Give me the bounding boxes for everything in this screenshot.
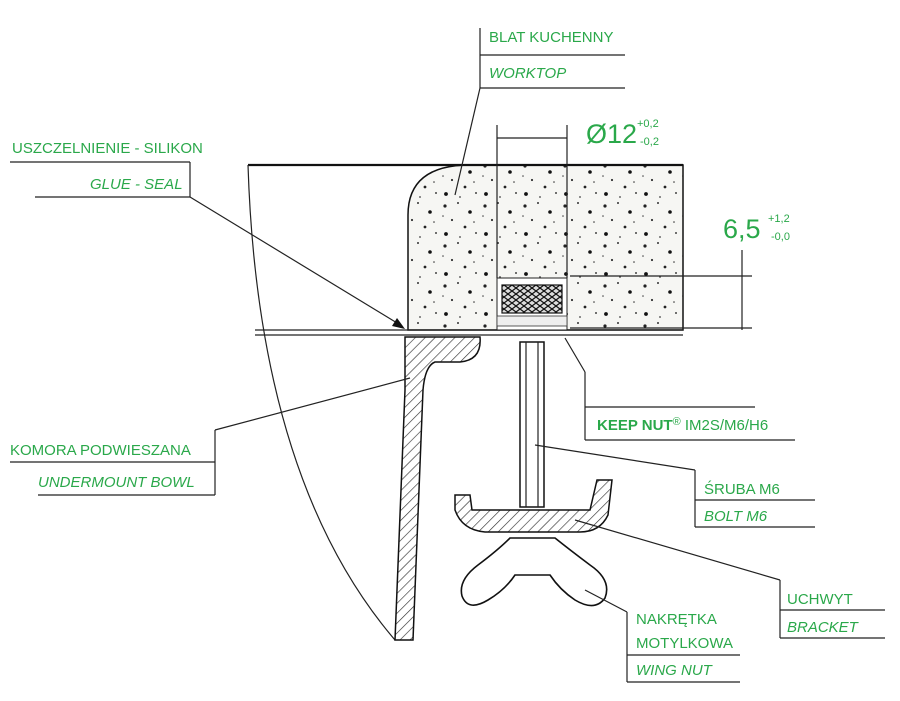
bracket — [454, 479, 613, 533]
depth-tolerance-plus: +1,2 — [768, 213, 790, 225]
worktop-label-pl: BLAT KUCHENNY — [489, 29, 613, 46]
bolt-m6 — [519, 341, 545, 508]
dimension-lines — [496, 125, 752, 330]
depth-tolerance-minus: -0,0 — [771, 231, 790, 243]
leader-lines — [10, 28, 885, 683]
worktop — [248, 163, 684, 336]
bolt-label-en: BOLT M6 — [704, 508, 768, 525]
bolt-label-pl: ŚRUBA M6 — [704, 480, 780, 498]
hole-tolerance-plus: +0,2 — [637, 118, 659, 130]
undermount-bowl — [247, 164, 481, 641]
wing-nut — [460, 537, 608, 607]
seal-label-pl: USZCZELNIENIE - SILIKON — [12, 140, 203, 157]
bracket-label-pl: UCHWYT — [787, 591, 853, 608]
bowl-label-pl: KOMORA PODWIESZANA — [10, 442, 191, 459]
seal-label-en: GLUE - SEAL — [90, 176, 183, 193]
depth-value: 6,5 — [723, 214, 761, 244]
bowl-label-en: UNDERMOUNT BOWL — [38, 474, 195, 491]
keep-nut-label: KEEP NUT® IM2S/M6/H6 — [597, 416, 768, 434]
wing-nut-label-en: WING NUT — [636, 662, 714, 679]
hole-diameter-value: Ø12 — [586, 119, 637, 149]
keep-nut-insert — [501, 284, 563, 314]
worktop-label-en: WORKTOP — [489, 65, 566, 82]
wing-nut-label-pl-1: NAKRĘTKA — [636, 611, 717, 628]
bracket-label-en: BRACKET — [787, 619, 860, 636]
hole-tolerance-minus: -0,2 — [640, 136, 659, 148]
wing-nut-label-pl-2: MOTYLKOWA — [636, 635, 733, 652]
